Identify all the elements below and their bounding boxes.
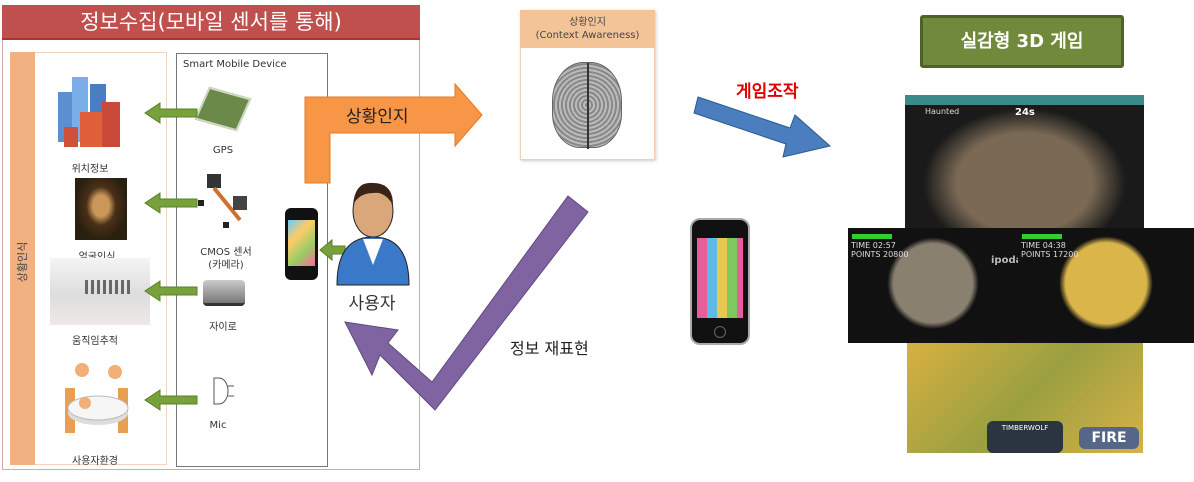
sensor-label: 자이로 [209, 322, 237, 333]
face-portrait-icon [75, 178, 127, 240]
green-arrow-icon [144, 280, 198, 302]
game-points: POINTS 17200 [1021, 250, 1079, 259]
game-time: TIME 04:38 [1021, 241, 1066, 250]
result-label: 얼굴인식 [79, 248, 116, 263]
result-label: 위치정보 [71, 164, 109, 175]
result-label: 움직임추적 [72, 336, 118, 347]
collection-title: 정보수집(모바일 센서를 통해) [2, 5, 420, 40]
context-awareness-header: 상황인지 (Context Awareness) [520, 10, 655, 48]
context-arrow-label: 상황인지 [346, 107, 409, 127]
buildings-icon [58, 77, 120, 147]
game-player-name: Haunted [925, 107, 960, 116]
represent-arrow-icon [344, 195, 589, 411]
brain-icon [552, 62, 622, 149]
context-title: 상황인지 [569, 17, 606, 28]
control-arrow-icon [693, 96, 832, 158]
user-label: 사용자 [348, 294, 396, 314]
green-arrow-icon [144, 192, 198, 214]
control-label: 게임조작 [736, 82, 799, 102]
game-screen-sniper-right: TIME 04:38 POINTS 17200 [1018, 228, 1194, 343]
user-icon [336, 182, 410, 286]
sensor-label: Mic [209, 420, 227, 431]
sensor-sublabel: (카메라) [208, 260, 244, 271]
represent-label: 정보 재표현 [510, 339, 589, 358]
game-timer: 24s [1015, 107, 1035, 118]
game-screen-sniper-left: TIME 02:57 POINTS 20800 ipodart.net [848, 228, 1018, 343]
game-time: TIME 02:57 [851, 241, 896, 250]
game-title: 실감형 3D 게임 [920, 15, 1124, 68]
game-fire-button: FIRE [1079, 427, 1139, 449]
smartphone-icon [285, 208, 318, 280]
watermark: ipodart.net [991, 255, 1018, 266]
game-screen-strategy: TIMBERWOLF FIRE [907, 343, 1143, 453]
gyro-chip-icon [203, 280, 245, 306]
game-weapon: TIMBERWOLF [987, 421, 1063, 453]
green-arrow-icon [144, 102, 198, 124]
motion-crowd-icon [50, 258, 150, 325]
smartphone-icon [690, 218, 750, 345]
game-screen-binocular: Haunted 24s [905, 95, 1144, 230]
smart-device-title: Smart Mobile Device [183, 59, 287, 70]
context-subtitle: (Context Awareness) [535, 30, 640, 41]
mic-icon [213, 377, 234, 405]
green-arrow-icon [144, 389, 198, 411]
sensor-label: GPS [212, 145, 234, 156]
sensor-label: CMOS 센서 [200, 247, 252, 258]
result-label: 사용자환경 [72, 456, 118, 467]
camera-module-icon [198, 174, 247, 228]
side-strip [10, 52, 35, 465]
game-points: POINTS 20800 [851, 250, 909, 259]
meeting-people-icon [65, 363, 129, 433]
context-arrow-icon [304, 82, 483, 184]
